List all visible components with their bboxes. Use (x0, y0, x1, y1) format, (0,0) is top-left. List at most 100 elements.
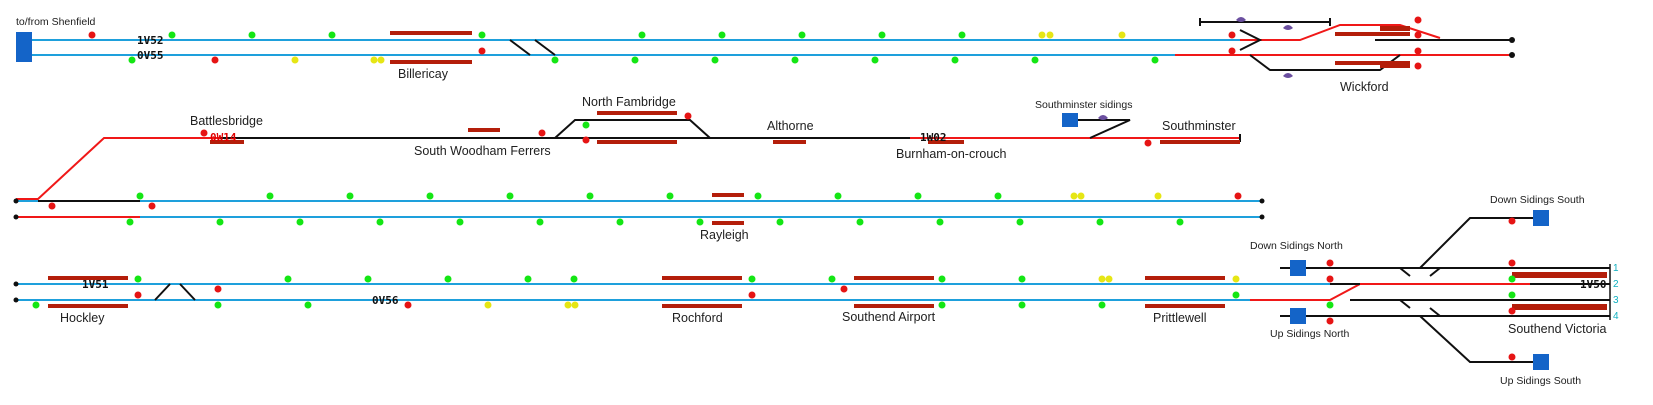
signal[interactable] (148, 202, 156, 210)
signal[interactable] (1228, 47, 1236, 55)
headcode-0w14[interactable]: 0W14 (210, 131, 237, 144)
signal[interactable] (1105, 275, 1113, 283)
signal[interactable] (582, 136, 590, 144)
signal[interactable] (638, 31, 646, 39)
headcode-0v56[interactable]: 0V56 (372, 294, 399, 307)
signal[interactable] (1096, 218, 1104, 226)
signal[interactable] (1326, 275, 1334, 283)
signal[interactable] (631, 56, 639, 64)
signal[interactable] (134, 291, 142, 299)
shenfield-boundary[interactable] (16, 32, 32, 62)
shunt-signal[interactable] (1098, 115, 1108, 120)
signal[interactable] (1508, 259, 1516, 267)
up-sidings-north-boundary[interactable] (1290, 308, 1306, 324)
signal[interactable] (370, 56, 378, 64)
signal[interactable] (696, 218, 704, 226)
signal[interactable] (168, 31, 176, 39)
signal[interactable] (1232, 275, 1240, 283)
signal[interactable] (136, 192, 144, 200)
signal[interactable] (126, 218, 134, 226)
signal[interactable] (200, 129, 208, 137)
signal[interactable] (684, 112, 692, 120)
signal[interactable] (216, 218, 224, 226)
headcode-0v55[interactable]: 0V55 (137, 49, 164, 62)
signal[interactable] (748, 291, 756, 299)
signal[interactable] (444, 275, 452, 283)
signal[interactable] (32, 301, 40, 309)
signal[interactable] (791, 56, 799, 64)
signal[interactable] (878, 31, 886, 39)
signal[interactable] (840, 285, 848, 293)
signal[interactable] (951, 56, 959, 64)
signal[interactable] (328, 31, 336, 39)
signal[interactable] (1228, 31, 1236, 39)
signal[interactable] (666, 192, 674, 200)
signal[interactable] (711, 56, 719, 64)
signal[interactable] (48, 202, 56, 210)
down-sidings-north-boundary[interactable] (1290, 260, 1306, 276)
headcode-1v50[interactable]: 1V50 (1580, 278, 1607, 291)
signal[interactable] (536, 218, 544, 226)
signal[interactable] (718, 31, 726, 39)
signal[interactable] (1326, 301, 1334, 309)
headcode-1v51[interactable]: 1V51 (82, 278, 109, 291)
signal[interactable] (484, 301, 492, 309)
signal[interactable] (798, 31, 806, 39)
signal[interactable] (538, 129, 546, 137)
signal[interactable] (248, 31, 256, 39)
signal[interactable] (616, 218, 624, 226)
signal[interactable] (586, 192, 594, 200)
shunt-signal[interactable] (1236, 17, 1246, 22)
signal[interactable] (128, 56, 136, 64)
signal[interactable] (1414, 47, 1422, 55)
signal[interactable] (214, 285, 222, 293)
signal[interactable] (404, 301, 412, 309)
signal[interactable] (377, 56, 385, 64)
signal[interactable] (1414, 16, 1422, 24)
signal[interactable] (582, 121, 590, 129)
signal[interactable] (291, 56, 299, 64)
signal[interactable] (211, 56, 219, 64)
branch-route-set[interactable] (16, 137, 220, 200)
signal[interactable] (426, 192, 434, 200)
signal[interactable] (1031, 56, 1039, 64)
signal[interactable] (88, 31, 96, 39)
signal[interactable] (1508, 307, 1516, 315)
headcode-1v52[interactable]: 1V52 (137, 34, 164, 47)
signal[interactable] (871, 56, 879, 64)
signal[interactable] (478, 47, 486, 55)
signal[interactable] (1016, 218, 1024, 226)
signal[interactable] (834, 192, 842, 200)
signal[interactable] (524, 275, 532, 283)
signal[interactable] (478, 31, 486, 39)
signal[interactable] (570, 275, 578, 283)
signal[interactable] (266, 192, 274, 200)
signal[interactable] (994, 192, 1002, 200)
signal[interactable] (1234, 192, 1242, 200)
signal[interactable] (776, 218, 784, 226)
signal[interactable] (571, 301, 579, 309)
victoria-route-set[interactable] (1250, 283, 1530, 301)
signal[interactable] (1046, 31, 1054, 39)
signal[interactable] (938, 275, 946, 283)
headcode-1w02[interactable]: 1W02 (920, 131, 947, 144)
signal[interactable] (1151, 56, 1159, 64)
signal[interactable] (1018, 275, 1026, 283)
signal[interactable] (296, 218, 304, 226)
signal[interactable] (1018, 301, 1026, 309)
signal[interactable] (456, 218, 464, 226)
signal[interactable] (1232, 291, 1240, 299)
signal[interactable] (214, 301, 222, 309)
down-sidings-south-boundary[interactable] (1533, 210, 1549, 226)
signal[interactable] (958, 31, 966, 39)
up-sidings-south-boundary[interactable] (1533, 354, 1549, 370)
signal[interactable] (1508, 275, 1516, 283)
signal[interactable] (364, 275, 372, 283)
signal[interactable] (284, 275, 292, 283)
signal[interactable] (1077, 192, 1085, 200)
signal[interactable] (1098, 301, 1106, 309)
signal[interactable] (134, 275, 142, 283)
signal[interactable] (856, 218, 864, 226)
signal[interactable] (1414, 62, 1422, 70)
signal[interactable] (564, 301, 572, 309)
